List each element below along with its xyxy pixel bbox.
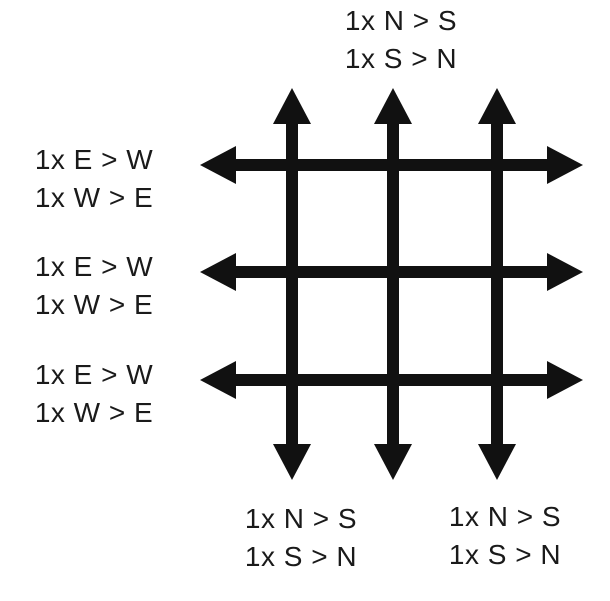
label-left-row1: 1x E > W 1x W > E [24,141,164,217]
vertical-double-arrow-col1 [273,88,311,480]
vertical-double-arrow-col2 [374,88,412,480]
label-left-row2-line2: 1x W > E [34,289,154,320]
label-bottom-left: 1x N > S 1x S > N [231,500,371,576]
label-left-row1-line1: 1x E > W [34,144,154,175]
label-bottom-right-line1: 1x N > S [448,501,562,532]
label-bottom-left-line2: 1x S > N [244,541,358,572]
label-left-row3: 1x E > W 1x W > E [24,356,164,432]
label-left-row1-line2: 1x W > E [34,182,154,213]
vertical-double-arrow-col3 [478,88,516,480]
label-left-row2: 1x E > W 1x W > E [24,248,164,324]
label-bottom-left-line1: 1x N > S [244,503,358,534]
label-bottom-right: 1x N > S 1x S > N [435,498,575,574]
label-top-center-line1: 1x N > S [344,5,458,36]
label-bottom-right-line2: 1x S > N [448,539,562,570]
label-left-row3-line2: 1x W > E [34,397,154,428]
label-left-row3-line1: 1x E > W [34,359,154,390]
label-left-row2-line1: 1x E > W [34,251,154,282]
label-top-center: 1x N > S 1x S > N [331,2,471,78]
label-top-center-line2: 1x S > N [344,43,458,74]
